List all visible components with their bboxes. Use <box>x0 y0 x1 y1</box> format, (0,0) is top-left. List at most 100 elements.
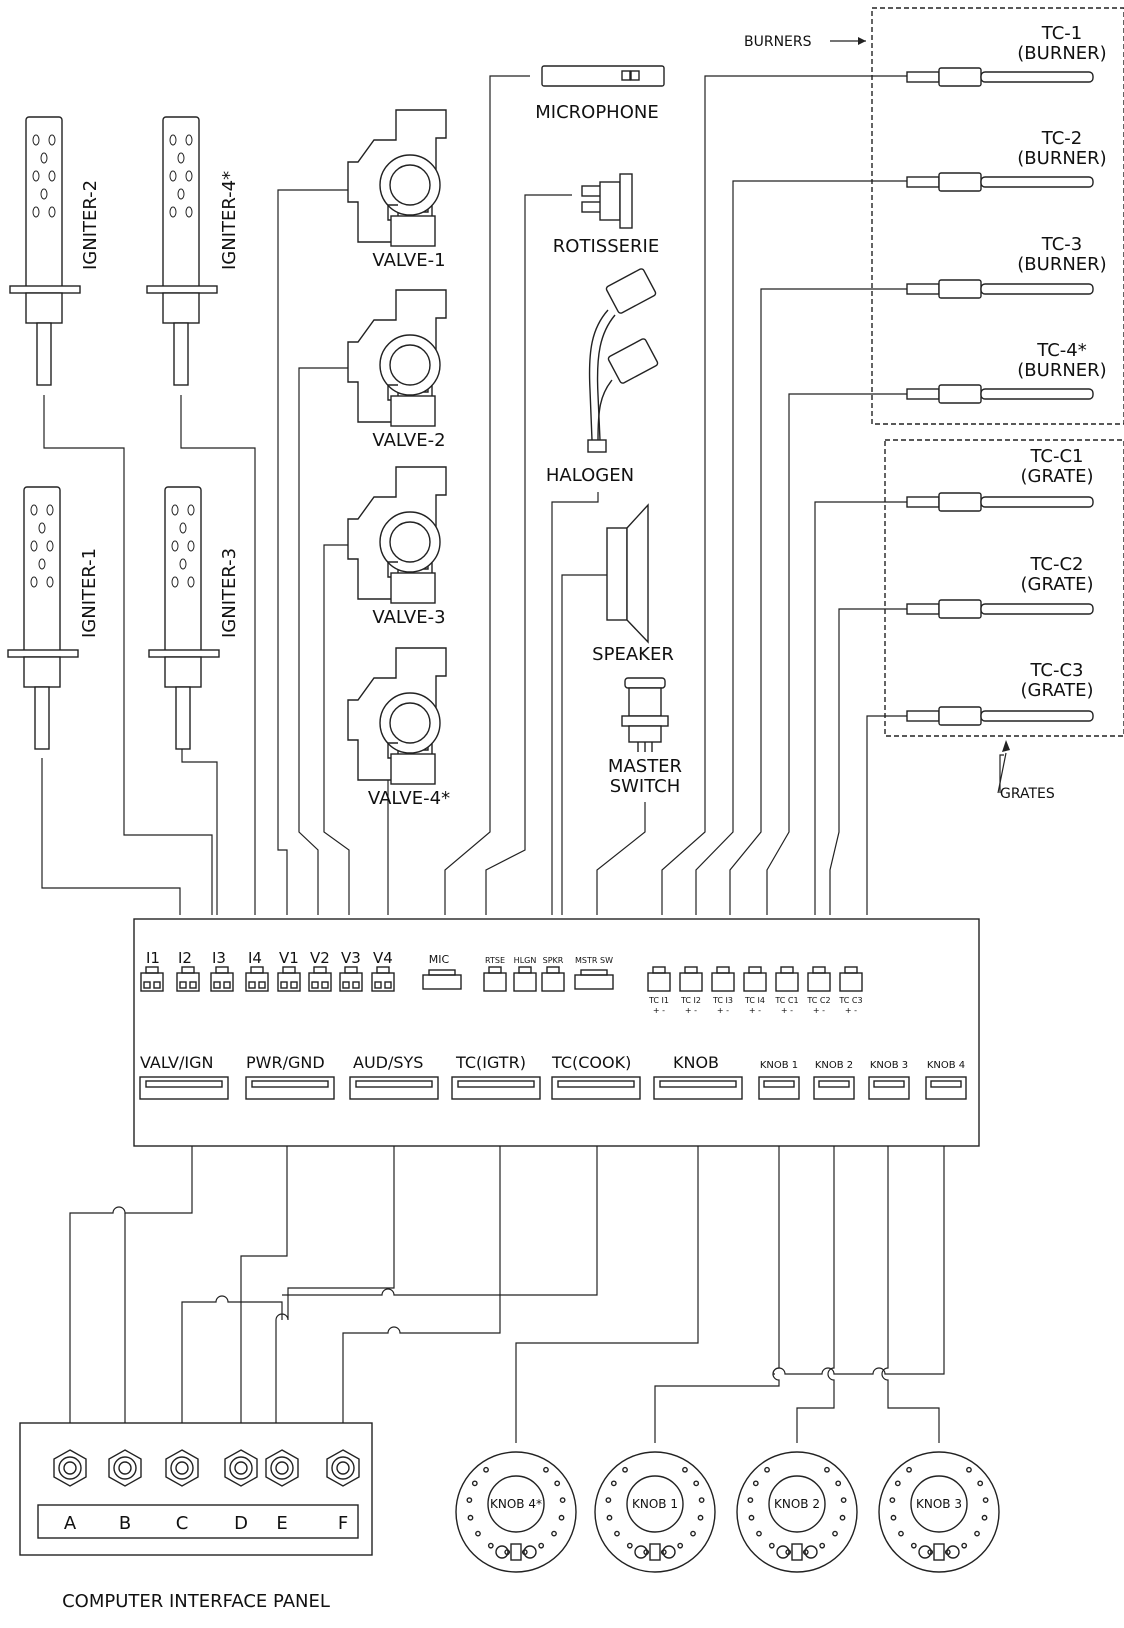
tc-2-label: TC-2 <box>1041 128 1082 149</box>
svg-text:TC I4: TC I4 <box>744 996 765 1005</box>
knob-dial-dot <box>944 1549 951 1556</box>
tc-c3-sub: (GRATE) <box>1020 680 1093 701</box>
igniter-2-label: IGNITER-2 <box>80 180 101 270</box>
connector-tc-c2: TC C2+ - <box>806 966 831 1015</box>
svg-text:TC I3: TC I3 <box>712 996 733 1005</box>
connector-tc-igtr: TC(IGTR) <box>451 1053 541 1100</box>
connector-rtse: RTSE <box>483 956 507 992</box>
speaker-label: SPEAKER <box>592 644 674 665</box>
knob-dial-dot <box>785 1549 792 1556</box>
knob-1: KNOB 1 <box>594 1451 716 1573</box>
svg-text:TC(COOK): TC(COOK) <box>551 1053 631 1072</box>
tc-4-probe <box>906 384 1094 404</box>
port-a-letter: A <box>64 1513 77 1534</box>
connector-pwr-gnd: PWR/GND <box>245 1053 335 1100</box>
svg-text:TC I1: TC I1 <box>648 996 669 1005</box>
igniter-4-label: IGNITER-4* <box>219 171 240 270</box>
tc-c2-probe <box>906 599 1094 619</box>
knob-2: KNOB 2 <box>736 1451 858 1573</box>
knob-dial-dot <box>467 1514 474 1521</box>
valve-2: VALVE-2 <box>347 289 447 451</box>
knob-4-label: KNOB 4* <box>490 1497 542 1511</box>
svg-text:MSTR SW: MSTR SW <box>575 956 613 965</box>
knob-dial-dot <box>752 1480 759 1487</box>
port-e <box>265 1449 299 1487</box>
knob-dial-dot <box>551 1530 557 1537</box>
knob-4: KNOB 4* <box>455 1451 577 1573</box>
knob-dial-dot <box>966 1466 972 1473</box>
knob-1-label: KNOB 1 <box>632 1497 678 1511</box>
connector-mic: MIC <box>422 953 462 990</box>
valve-3-label: VALVE-3 <box>372 607 445 628</box>
knob-dial-dot <box>614 1530 620 1537</box>
tc-2-probe <box>906 172 1094 192</box>
knob-3: KNOB 3 <box>878 1451 1000 1573</box>
panel-ports <box>53 1449 360 1487</box>
board-bottom-connectors: VALV/IGN PWR/GND AUD/SYS TC(IGTR) TC(COO… <box>139 1053 967 1100</box>
knob-3-label: KNOB 3 <box>916 1497 962 1511</box>
tc-labels: TC-1 (BURNER) TC-2 (BURNER) TC-3 (BURNER… <box>1017 23 1106 701</box>
knob-dial-dot <box>643 1549 650 1556</box>
speaker: SPEAKER <box>592 503 674 665</box>
svg-text:TC I2: TC I2 <box>680 996 701 1005</box>
panel-label-strip <box>37 1504 359 1539</box>
knob-dial-dot <box>747 1497 754 1504</box>
svg-text:+ -: + - <box>845 1006 857 1015</box>
knob-dial-dot <box>802 1549 809 1556</box>
board-top-connectors: I1 I2 I3 I4 V1 V2 V3 V4 <box>140 949 395 992</box>
connector-tc-c1: TC C1+ - <box>774 966 799 1015</box>
igniter-1-label: IGNITER-1 <box>79 548 100 638</box>
tc-c1-probe <box>906 492 1094 512</box>
computer-interface-panel <box>19 1422 373 1556</box>
connector-knob: KNOB <box>653 1053 743 1100</box>
igniter-2 <box>9 116 81 386</box>
svg-text:TC C1: TC C1 <box>774 996 798 1005</box>
igniter-3-label: IGNITER-3 <box>219 548 240 638</box>
knob-dial-dot <box>756 1530 762 1537</box>
knob-dial-dot <box>890 1514 897 1521</box>
knob-dial-dot <box>906 1466 912 1473</box>
knob-dial-dot <box>768 1542 775 1549</box>
connector-aud-sys: AUD/SYS <box>349 1053 439 1100</box>
tc-c2-label: TC-C2 <box>1029 554 1083 575</box>
port-f-letter: F <box>338 1513 348 1534</box>
knob-dial-dots <box>466 1466 989 1556</box>
connector-v2: V2 <box>308 949 332 992</box>
tc-4-label: TC-4* <box>1036 340 1086 361</box>
port-a <box>53 1449 87 1487</box>
grates-group-box <box>884 439 1124 737</box>
port-c-letter: C <box>176 1513 189 1534</box>
svg-text:HLGN: HLGN <box>514 956 537 965</box>
tc-c2-sub: (GRATE) <box>1020 574 1093 595</box>
master-switch: MASTER SWITCH <box>608 677 682 797</box>
master-switch-label-line1: MASTER <box>608 756 682 777</box>
knob-dial-dot <box>605 1497 612 1504</box>
knob-dial-dot <box>839 1514 846 1521</box>
tc-1-probe <box>906 67 1094 87</box>
connector-hlgn: HLGN <box>513 956 537 992</box>
board-tc-connectors: TC I1+ - TC I2+ - TC I3+ - TC I4+ - TC C… <box>647 966 863 1015</box>
svg-text:+ -: + - <box>717 1006 729 1015</box>
connector-v4: V4 <box>371 949 395 992</box>
port-b <box>108 1449 142 1487</box>
svg-text:SPKR: SPKR <box>543 956 564 965</box>
burners-group-box <box>871 7 1124 425</box>
connector-valv-ign: VALV/IGN <box>139 1053 229 1100</box>
valve-1: VALVE-1 <box>347 109 447 271</box>
svg-text:KNOB 2: KNOB 2 <box>815 1060 853 1071</box>
knob-dial-dot <box>622 1466 628 1473</box>
connector-knob-4: KNOB 4 <box>925 1060 967 1100</box>
control-board <box>133 918 980 1147</box>
knob-dial-dot <box>606 1514 613 1521</box>
svg-text:I1: I1 <box>146 949 160 967</box>
svg-text:RTSE: RTSE <box>485 956 505 965</box>
svg-text:MIC: MIC <box>429 953 450 966</box>
knob-dial-dot <box>559 1497 566 1504</box>
microphone: MICROPHONE <box>535 65 665 123</box>
connector-mstr-sw: MSTR SW <box>574 956 614 990</box>
svg-text:TC C3: TC C3 <box>838 996 862 1005</box>
tc-probes <box>906 67 1094 726</box>
connector-tc-i1: TC I1+ - <box>647 966 671 1015</box>
tc-1-label: TC-1 <box>1041 23 1082 44</box>
connector-i4: I4 <box>245 949 269 992</box>
